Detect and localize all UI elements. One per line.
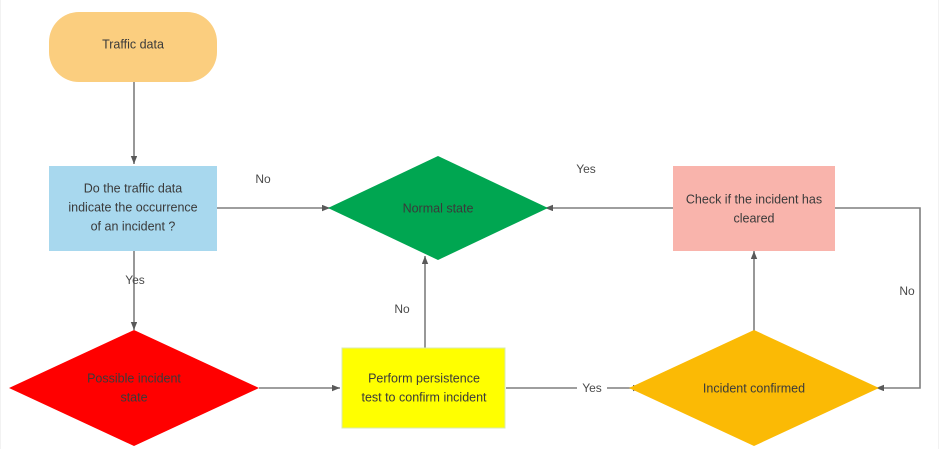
node-incident-confirmed[interactable]: Incident confirmed [629,330,879,446]
node-decision-incident-shape[interactable] [49,166,217,251]
node-traffic-data-label: Traffic data [102,37,164,51]
node-normal-state[interactable]: Normal state [328,156,548,260]
node-check-cleared-shape[interactable] [673,166,835,251]
node-normal-state-label: Normal state [403,201,474,215]
edge-label-check-no: No [899,284,915,298]
edge-label-persistence-no: No [394,302,410,316]
node-decision-incident-line3: of an incident ? [91,219,176,233]
node-traffic-data[interactable]: Traffic data [49,12,217,82]
node-incident-confirmed-shape[interactable] [629,330,879,446]
node-decision-incident-line2: indicate the occurrence [68,200,197,214]
node-decision-incident[interactable]: Do the traffic data indicate the occurre… [49,166,217,251]
edge-label-decision-no: No [255,172,271,186]
nodes-layer: Traffic data Do the traffic data indicat… [9,12,879,446]
node-decision-incident-line1: Do the traffic data [84,181,182,195]
node-normal-state-shape[interactable] [328,156,548,260]
edge-label-decision-yes: Yes [125,273,145,287]
node-possible-incident-line2: state [120,390,147,404]
node-incident-confirmed-label: Incident confirmed [703,381,805,395]
node-check-cleared-line1: Check if the incident has [686,192,822,206]
edges-layer: No Yes No Yes Yes No [125,82,921,397]
node-persistence-test-line2: test to confirm incident [361,390,487,404]
node-check-cleared-line2: cleared [734,211,775,225]
node-persistence-test-shape[interactable] [341,347,506,429]
node-traffic-data-shape[interactable] [49,12,217,82]
node-persistence-test[interactable]: Perform persistence test to confirm inci… [341,347,506,429]
edge-label-persistence-yes-bg [577,379,607,397]
node-possible-incident[interactable]: Possible incident state [9,330,259,446]
node-possible-incident-line1: Possible incident [87,371,181,385]
node-persistence-test-line1: Perform persistence [368,371,480,385]
edge-label-persistence-yes: Yes [582,381,602,395]
node-possible-incident-shape[interactable] [9,330,259,446]
edge-check-no-to-confirmed [835,207,921,392]
node-check-cleared[interactable]: Check if the incident has cleared [673,166,835,251]
edge-label-check-yes: Yes [576,162,596,176]
